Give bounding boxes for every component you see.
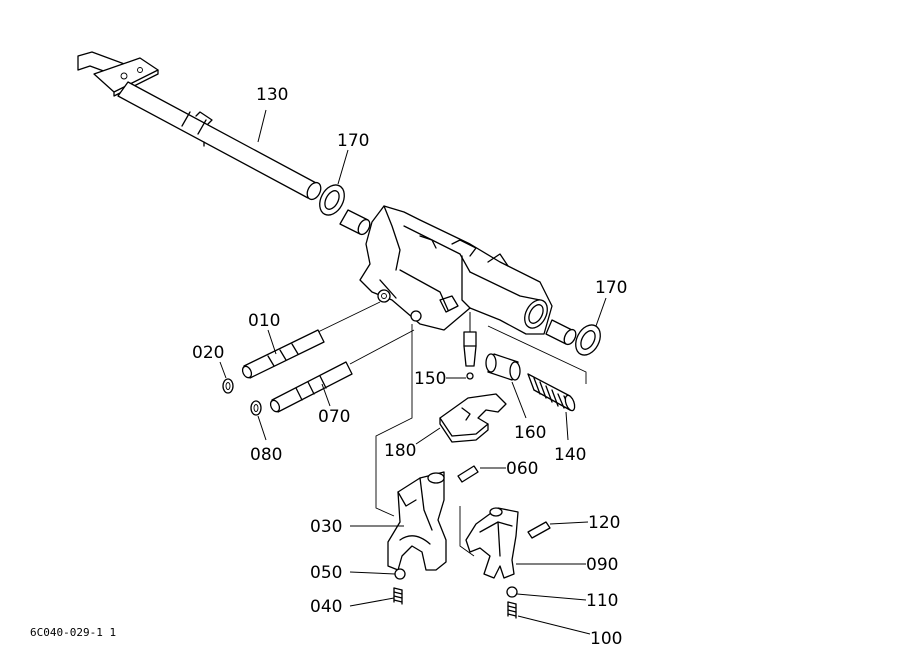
label-050: 050 [310, 563, 342, 583]
leader-050 [349, 571, 396, 575]
part-010-shift-rod [241, 329, 325, 379]
leader-040 [349, 597, 395, 607]
alignment-line-detent [487, 325, 587, 384]
part-bushing-left [339, 209, 371, 236]
leader-020 [219, 361, 227, 379]
leader-110 [516, 593, 587, 601]
part-030-shift-fork [387, 471, 447, 571]
part-080-snap-ring [250, 400, 262, 416]
label-070: 070 [318, 407, 350, 427]
part-130-lift-shaft [77, 51, 322, 201]
part-040-spring [393, 587, 403, 605]
label-100: 100 [590, 629, 622, 649]
label-150: 150 [414, 369, 446, 389]
leader-140 [565, 411, 569, 441]
part-shift-housing [359, 205, 553, 335]
leader-160 [511, 381, 527, 419]
leader-180 [415, 427, 441, 445]
leader-080 [257, 415, 267, 441]
part-bushing-right [545, 319, 577, 346]
part-050-ball [394, 568, 406, 580]
label-140: 140 [554, 445, 586, 465]
leader-120 [549, 521, 589, 525]
part-160-collar [485, 353, 521, 381]
part-120-spring-pin [527, 521, 551, 539]
label-040: 040 [310, 597, 342, 617]
label-090: 090 [586, 555, 618, 575]
leader-010 [267, 329, 277, 355]
part-150-pin [463, 331, 477, 380]
label-060: 060 [506, 459, 538, 479]
label-120: 120 [588, 513, 620, 533]
part-020-snap-ring [222, 378, 234, 394]
leader-170-left [337, 149, 349, 185]
leader-100 [517, 615, 591, 635]
part-100-spring [507, 601, 517, 619]
part-180-gate-plate [439, 393, 507, 443]
part-110-ball [506, 586, 518, 598]
alignment-line-fork-090 [459, 506, 475, 557]
leader-130 [257, 109, 267, 143]
label-160: 160 [514, 423, 546, 443]
part-090-shift-fork [465, 507, 519, 579]
axis-line-010 [317, 301, 381, 333]
part-060-spring-pin [457, 465, 479, 483]
label-080: 080 [250, 445, 282, 465]
part-070-shift-rod [269, 361, 353, 413]
label-030: 030 [310, 517, 342, 537]
label-170-left: 170 [337, 131, 369, 151]
part-170-oil-seal-left [319, 184, 345, 216]
label-020: 020 [192, 343, 224, 363]
leader-170-right [595, 297, 607, 327]
label-180: 180 [384, 441, 416, 461]
leader-070 [321, 383, 331, 407]
part-140-spring [527, 373, 576, 412]
label-110: 110 [586, 591, 618, 611]
label-130: 130 [256, 85, 288, 105]
alignment-line-fork [375, 324, 413, 517]
label-010: 010 [248, 311, 280, 331]
part-170-oil-seal-right [575, 324, 601, 356]
drawing-code: 6C040-029-1 1 [30, 626, 116, 639]
axis-line-070 [349, 329, 415, 365]
label-170-right: 170 [595, 278, 627, 298]
